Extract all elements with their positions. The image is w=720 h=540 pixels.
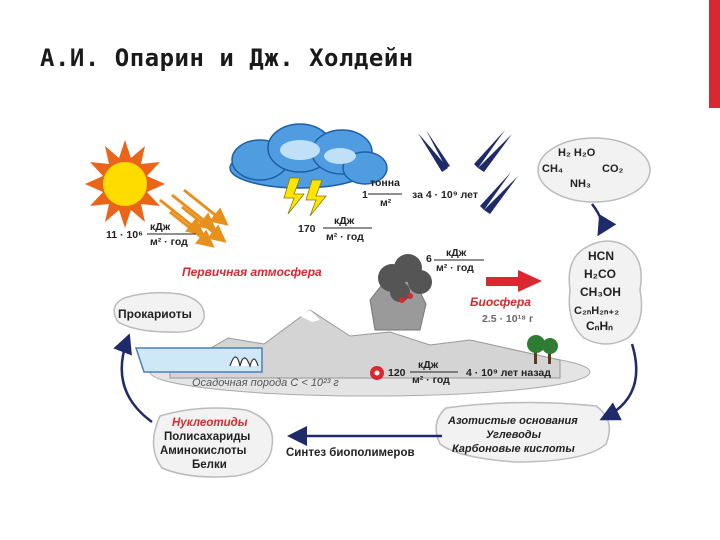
svg-text:CₙHₙ: CₙHₙ [586, 319, 613, 333]
svg-text:Карбоновые кислоты: Карбоновые кислоты [452, 443, 575, 455]
svg-text:м² · год: м² · год [436, 262, 474, 274]
svg-text:H₂CO: H₂CO [584, 267, 616, 281]
lightning-icon [283, 177, 327, 217]
svg-text:Азотистые основания: Азотистые основания [447, 415, 578, 427]
lightning-energy-label: 170 кДж м² · год [298, 215, 372, 243]
sun-rays-icon [159, 188, 229, 248]
biopolymers-blob [152, 407, 274, 478]
synthesis-label: Синтез биополимеров [286, 447, 415, 459]
arrow-mid-to-monomers [599, 343, 638, 421]
svg-text:1: 1 [362, 189, 368, 201]
svg-text:4 · 10⁹ лет назад: 4 · 10⁹ лет назад [466, 367, 551, 379]
sediment-label: Осадочная порода С < 10²³ г [192, 377, 339, 389]
svg-text:кДж: кДж [334, 215, 355, 227]
svg-text:NH₃: NH₃ [570, 178, 591, 190]
svg-text:11 · 10⁶: 11 · 10⁶ [106, 229, 143, 241]
radioactive-energy-label: 120 кДж м² · год 4 · 10⁹ лет назад [388, 359, 551, 386]
svg-text:Белки: Белки [192, 459, 227, 471]
svg-text:C₂ₙH₂ₙ₊₂: C₂ₙH₂ₙ₊₂ [574, 305, 619, 317]
red-arrow-icon [486, 270, 542, 292]
primary-atmosphere-label: Первичная атмосфера [182, 265, 322, 279]
svg-text:Аминокислоты: Аминокислоты [160, 445, 247, 457]
molecules-top-blob [537, 137, 651, 203]
arrow-biopolymers-to-prokaryotes [113, 333, 153, 424]
svg-text:CO₂: CO₂ [602, 163, 624, 175]
svg-text:м²: м² [380, 197, 392, 209]
svg-text:кДж: кДж [446, 247, 467, 259]
volcano-energy-label: 6 кДж м² · год [426, 247, 484, 274]
molecules-top-list: H₂ H₂O CH₄ CO₂ NH₃ [542, 147, 624, 190]
svg-text:м² · год: м² · год [150, 236, 188, 248]
tree-icon [527, 335, 558, 364]
sun-energy-label: 11 · 10⁶ кДж м² · год [106, 221, 196, 248]
svg-text:кДж: кДж [418, 359, 439, 371]
meteor-icon [418, 130, 518, 214]
svg-text:м² · год: м² · год [326, 231, 364, 243]
svg-text:CH₃OH: CH₃OH [580, 285, 621, 299]
svg-text:м² · год: м² · год [412, 374, 450, 386]
biosphere-mass: 2.5 · 10¹⁸ г [482, 313, 534, 325]
svg-text:Полисахариды: Полисахариды [164, 431, 250, 443]
svg-text:за 4 · 10⁹ лет: за 4 · 10⁹ лет [412, 189, 478, 201]
biopolymers-list: Нуклеотиды Полисахариды Аминокислоты Бел… [160, 417, 250, 471]
prokaryotes-blob [113, 291, 205, 333]
accent-bar [709, 0, 720, 108]
monomers-list: Азотистые основания Углеводы Карбоновые … [447, 415, 578, 455]
molecules-mid-blob [568, 240, 643, 345]
cloud-highlight [280, 140, 356, 164]
svg-text:кДж: кДж [150, 221, 171, 233]
svg-text:Нуклеотиды: Нуклеотиды [172, 417, 248, 429]
molecules-mid-list: HCN H₂CO CH₃OH C₂ₙH₂ₙ₊₂ CₙHₙ [574, 249, 621, 333]
svg-text:H₂ H₂O: H₂ H₂O [558, 147, 596, 159]
biosphere-label: Биосфера [470, 295, 531, 309]
sun-icon [85, 140, 165, 228]
lava-icon [399, 293, 413, 303]
meteor-label: тонна 1 м² за 4 · 10⁹ лет [362, 177, 478, 209]
arrow-top-to-mid [591, 203, 617, 237]
slide-title: А.И. Опарин и Дж. Холдейн [40, 44, 414, 72]
cloud-icon [229, 123, 388, 189]
svg-text:6: 6 [426, 253, 432, 265]
volcano-smoke-icon [378, 254, 432, 302]
svg-text:HCN: HCN [588, 249, 614, 263]
prokaryotes-label: Прокариоты [118, 307, 192, 321]
svg-text:CH₄: CH₄ [542, 163, 563, 175]
svg-text:тонна: тонна [370, 177, 400, 189]
svg-text:170: 170 [298, 223, 316, 235]
radioactive-icon [370, 366, 384, 380]
svg-text:Углеводы: Углеводы [486, 429, 542, 441]
svg-text:120: 120 [388, 367, 406, 379]
monomers-blob [435, 401, 611, 463]
